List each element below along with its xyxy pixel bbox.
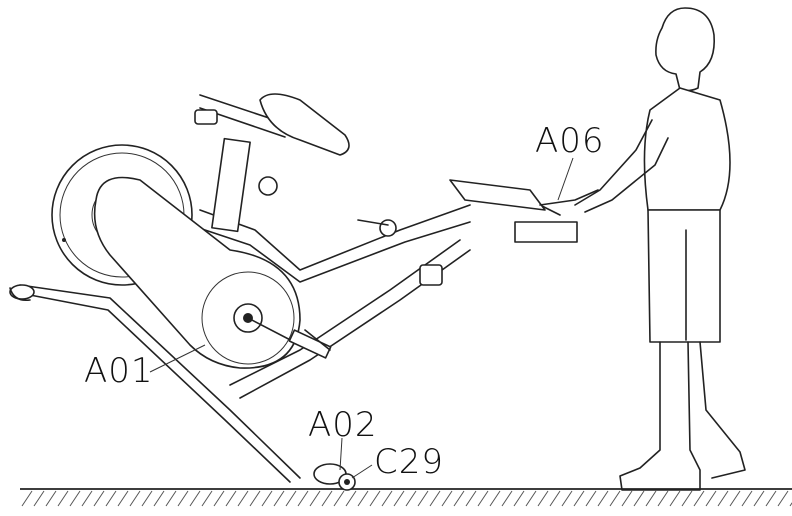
hatch-line	[357, 490, 369, 507]
hatch-line	[45, 490, 57, 507]
hatch-line	[525, 490, 537, 507]
hatch-line	[249, 490, 261, 507]
hatch-line	[597, 490, 609, 507]
hatch-line	[93, 490, 105, 507]
hatch-line	[753, 490, 765, 507]
hatch-line	[453, 490, 465, 507]
hatch-line	[177, 490, 189, 507]
hatch-line	[117, 490, 129, 507]
hatch-line	[729, 490, 741, 507]
handlebar-console	[357, 179, 599, 243]
hatch-line	[213, 490, 225, 507]
hatch-line	[201, 490, 213, 507]
hatch-line	[513, 490, 525, 507]
hatch-line	[441, 490, 453, 507]
hatch-line	[393, 490, 405, 507]
hatch-line	[693, 490, 705, 507]
label-a02: A02	[308, 405, 378, 445]
hatch-line	[741, 490, 753, 507]
hatch-line	[573, 490, 585, 507]
transport-wheel	[313, 463, 356, 491]
hatch-line	[273, 490, 285, 507]
hatch-line	[633, 490, 645, 507]
hatch-line	[165, 490, 177, 507]
hatch-line	[345, 490, 357, 507]
hatch-line	[105, 490, 117, 507]
hatch-line	[381, 490, 393, 507]
label-a01: A01	[84, 351, 154, 391]
hatch-line	[153, 490, 165, 507]
hatch-line	[681, 490, 693, 507]
hatch-line	[33, 490, 45, 507]
hatch-line	[549, 490, 561, 507]
hatch-line	[669, 490, 681, 507]
ground	[20, 488, 792, 507]
hatch-line	[57, 490, 69, 507]
exercise-bike	[9, 93, 599, 491]
person-silhouette	[574, 7, 746, 491]
hatch-line	[645, 490, 657, 507]
hatch-line	[369, 490, 381, 507]
label-a06: A06	[535, 121, 605, 161]
hatch-line	[429, 490, 441, 507]
front-stabilizer-leg	[9, 284, 301, 483]
chain-guard	[93, 176, 301, 369]
hatch-line	[69, 490, 81, 507]
hatch-line	[609, 490, 621, 507]
hatch-line	[189, 490, 201, 507]
hatch-line	[405, 490, 417, 507]
hatch-line	[141, 490, 153, 507]
hatch-line	[501, 490, 513, 507]
leader-lines	[149, 157, 574, 479]
hatch-line	[561, 490, 573, 507]
hatch-line	[777, 490, 789, 507]
hatch-line	[129, 490, 141, 507]
hatch-line	[537, 490, 549, 507]
hatch-line	[705, 490, 717, 507]
crank-pedal	[247, 317, 332, 359]
hatch-line	[321, 490, 333, 507]
hatch-line	[489, 490, 501, 507]
ground-hatch	[21, 490, 792, 507]
hatch-line	[21, 490, 33, 507]
hatch-line	[417, 490, 429, 507]
hatch-line	[585, 490, 597, 507]
hatch-line	[285, 490, 297, 507]
hatch-line	[225, 490, 237, 507]
hatch-line	[81, 490, 93, 507]
hatch-line	[333, 490, 345, 507]
adjustment-knob	[419, 264, 443, 286]
hatch-line	[237, 490, 249, 507]
hatch-line	[465, 490, 477, 507]
hatch-line	[297, 490, 309, 507]
label-c29: C29	[374, 442, 444, 482]
hatch-line	[657, 490, 669, 507]
hatch-line	[477, 490, 489, 507]
hatch-line	[717, 490, 729, 507]
hatch-line	[621, 490, 633, 507]
hatch-line	[261, 490, 273, 507]
hatch-line	[765, 490, 777, 507]
hatch-line	[309, 490, 321, 507]
seat-assembly	[194, 93, 350, 233]
